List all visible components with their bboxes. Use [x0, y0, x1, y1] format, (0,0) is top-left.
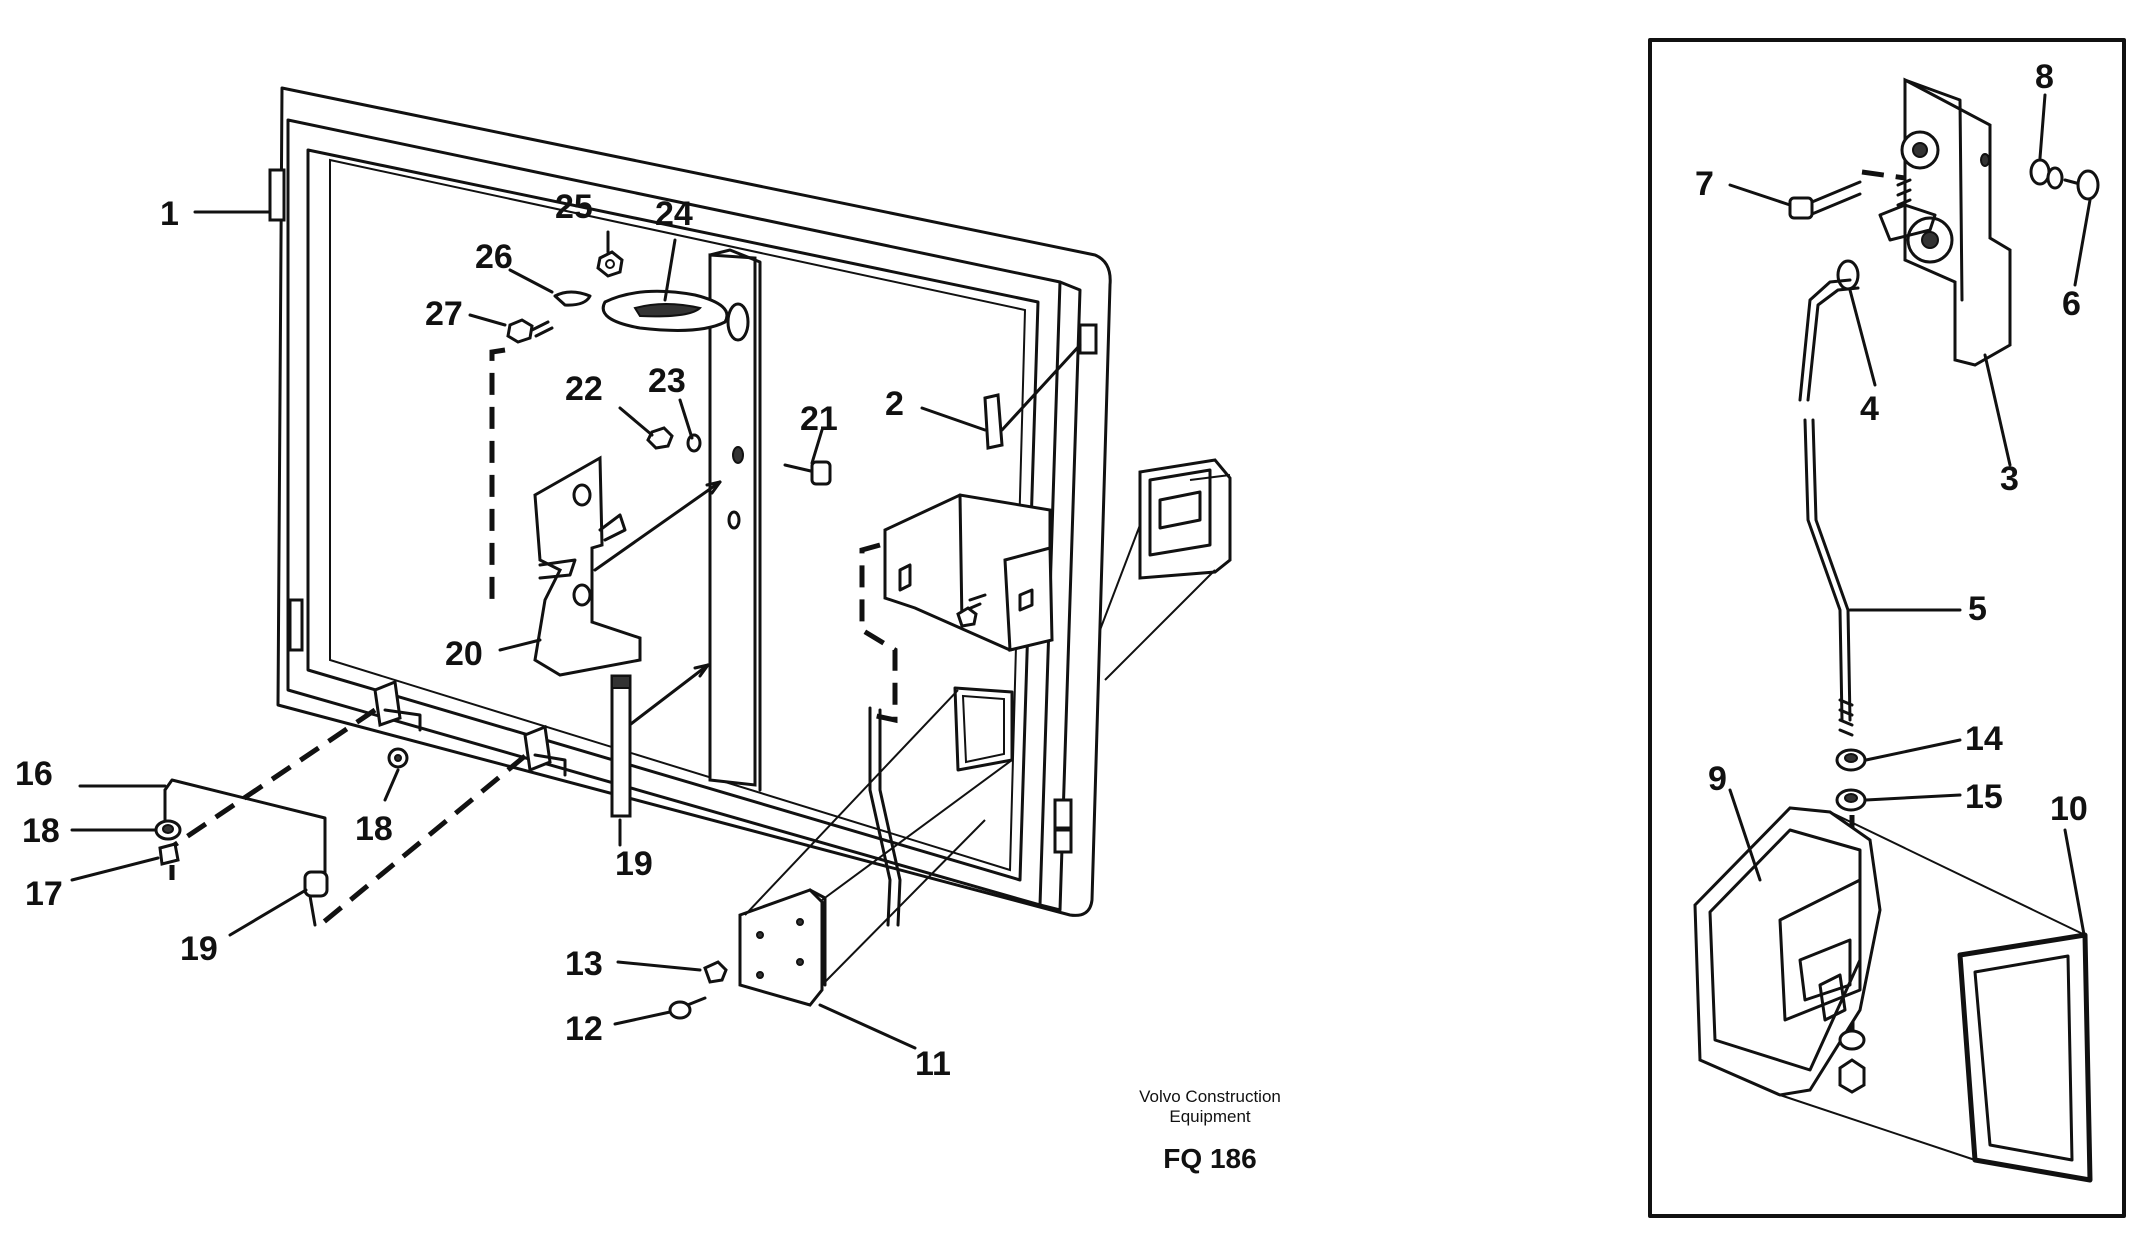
- diagram-code: FQ 186: [1163, 1143, 1256, 1174]
- callout-leaders: [70, 93, 2092, 1050]
- callout-20: 20: [445, 635, 483, 673]
- bracket-11: [668, 689, 1013, 1020]
- callout-16: 16: [15, 755, 53, 793]
- caption-block: Volvo Construction Equipment FQ 186: [1139, 1087, 1281, 1174]
- callout-15: 15: [1965, 778, 2003, 816]
- arrows-main: [593, 480, 722, 732]
- callout-labels: 1 2 3 4 5 6 7 8 9 10 11 12 13 14 15 16 1…: [15, 58, 2088, 1083]
- callout-8: 8: [2035, 58, 2054, 96]
- handle-24: [601, 289, 729, 332]
- callout-19-center: 19: [615, 845, 653, 883]
- callout-7: 7: [1695, 165, 1714, 203]
- latch-housing-main: [1099, 458, 1232, 681]
- detail-inset: [1648, 38, 2126, 1218]
- lower-left-hardware: [154, 679, 567, 927]
- callout-24: 24: [655, 195, 693, 233]
- callout-12: 12: [565, 1010, 603, 1048]
- callout-9: 9: [1708, 760, 1727, 798]
- callout-2: 2: [885, 385, 904, 423]
- callout-1: 1: [160, 195, 179, 233]
- callout-23: 23: [648, 362, 686, 400]
- strap-19: [610, 674, 632, 818]
- callout-21: 21: [800, 400, 838, 438]
- callout-3: 3: [2000, 460, 2019, 498]
- callout-19-left: 19: [180, 930, 218, 968]
- callout-14: 14: [1965, 720, 2003, 758]
- callout-10: 10: [2050, 790, 2088, 828]
- callout-27: 27: [425, 295, 463, 333]
- callout-18-center: 18: [355, 810, 393, 848]
- company-name-line1: Volvo Construction: [1139, 1087, 1281, 1106]
- callout-25: 25: [555, 188, 593, 226]
- callout-5: 5: [1968, 590, 1987, 628]
- latch-bracket: [859, 493, 1054, 927]
- door-frame: [268, 86, 1112, 917]
- fasteners-upper: [506, 250, 832, 486]
- callout-6: 6: [2062, 285, 2081, 323]
- callout-17: 17: [25, 875, 63, 913]
- callout-18-left: 18: [22, 812, 60, 850]
- callout-22: 22: [565, 370, 603, 408]
- company-name-line2: Equipment: [1169, 1107, 1251, 1126]
- callout-13: 13: [565, 945, 603, 983]
- center-channel: [708, 248, 762, 792]
- callout-11: 11: [915, 1045, 951, 1083]
- callout-26: 26: [475, 238, 513, 276]
- bracket-20: [489, 347, 642, 677]
- callout-4: 4: [1860, 390, 1879, 428]
